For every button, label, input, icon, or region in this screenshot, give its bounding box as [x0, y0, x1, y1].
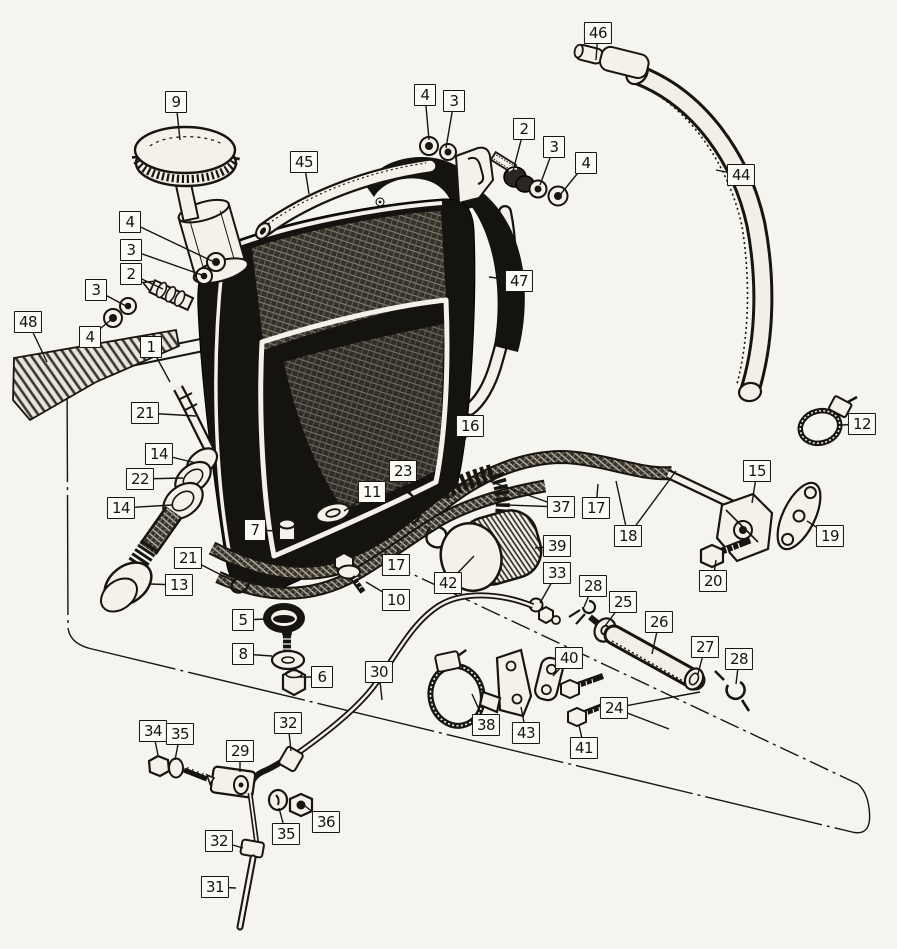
leader-line-16: [442, 425, 471, 500]
callout-45: 45: [289, 151, 319, 173]
washer-11: [315, 502, 351, 524]
callout-6: 6: [311, 666, 333, 688]
washer-35b-nut-36: [267, 788, 314, 818]
callout-5: 5: [232, 609, 254, 631]
leader-line-24: [613, 691, 701, 709]
pipe-union-nut-32a: [278, 745, 304, 773]
callout-35: 35: [271, 823, 301, 845]
callout-27: 27: [690, 636, 720, 658]
callout-28: 28: [578, 575, 608, 597]
hook-bracket: [454, 146, 495, 205]
callout-19: 19: [815, 525, 845, 547]
callout-14: 14: [144, 443, 174, 465]
clip-28a: [568, 599, 597, 625]
callout-21: 21: [173, 547, 203, 569]
callout-25: 25: [608, 591, 638, 613]
callout-35: 35: [165, 723, 195, 745]
bolt-20: [699, 536, 752, 569]
bolt-34-washer-35: [147, 754, 216, 786]
screw-8: [270, 628, 306, 671]
callout-32: 32: [204, 830, 234, 852]
callout-39: 39: [542, 535, 572, 557]
callout-17: 17: [381, 554, 411, 576]
callout-4: 4: [575, 152, 597, 174]
leader-line-3: [130, 249, 203, 276]
callout-32: 32: [273, 712, 303, 734]
filler-cap: [132, 125, 240, 188]
callout-8: 8: [232, 643, 254, 665]
bracket-43: [478, 648, 533, 718]
callout-44: 44: [726, 164, 756, 186]
worm-clamp-38: [427, 648, 486, 729]
callout-41: 41: [569, 737, 599, 759]
callout-17: 17: [581, 497, 611, 519]
callout-24: 24: [599, 697, 629, 719]
callout-46: 46: [583, 22, 613, 44]
callout-14: 14: [106, 497, 136, 519]
callout-33: 33: [542, 562, 572, 584]
bolt-10: [334, 551, 366, 594]
callout-3: 3: [85, 279, 107, 301]
callout-16: 16: [455, 415, 485, 437]
callout-26: 26: [644, 611, 674, 633]
callout-4: 4: [79, 326, 101, 348]
callout-47: 47: [504, 270, 534, 292]
callout-13: 13: [164, 574, 194, 596]
callout-37: 37: [546, 496, 576, 518]
mounting-plate: [12, 328, 181, 422]
pipe-46: [573, 43, 650, 80]
hose-clamp-12: [797, 395, 858, 447]
callout-11: 11: [357, 481, 387, 503]
outlet-union-assembly: [100, 385, 255, 613]
callout-34: 34: [138, 720, 168, 742]
callout-48: 48: [13, 311, 43, 333]
grommet-5: [263, 603, 305, 633]
callout-3: 3: [443, 90, 465, 112]
tee-union-29: [209, 765, 260, 846]
callout-2: 2: [120, 263, 142, 285]
callout-1: 1: [140, 336, 162, 358]
callout-3: 3: [543, 136, 565, 158]
banjo-bolt-right: [489, 150, 569, 207]
callout-12: 12: [847, 413, 877, 435]
callout-15: 15: [742, 460, 772, 482]
callout-28: 28: [724, 648, 754, 670]
callout-31: 31: [200, 876, 230, 898]
callout-43: 43: [511, 722, 541, 744]
callout-23: 23: [388, 460, 418, 482]
drain-tube-31: [236, 854, 257, 931]
callout-7: 7: [244, 519, 266, 541]
tank-top-nut-washer: [419, 136, 457, 161]
callout-29: 29: [225, 740, 255, 762]
callout-20: 20: [698, 570, 728, 592]
callout-10: 10: [381, 589, 411, 611]
callout-2: 2: [513, 118, 535, 140]
callout-30: 30: [364, 661, 394, 683]
tube-26: [603, 624, 706, 691]
callout-18: 18: [613, 525, 643, 547]
corrugated-sleeve: [439, 463, 497, 500]
oil-tank: [197, 197, 476, 595]
callout-40: 40: [554, 647, 584, 669]
hose-clip-23: [396, 485, 421, 526]
drain-hose-44: [625, 60, 774, 403]
banjo-fitting-33: [528, 597, 561, 625]
gasket-plate: [776, 481, 822, 551]
nut-6: [281, 667, 307, 697]
callout-4: 4: [414, 84, 436, 106]
leader-line-4: [129, 221, 213, 262]
spacer-7: [278, 518, 296, 546]
callout-22: 22: [125, 468, 155, 490]
callout-42: 42: [433, 572, 463, 594]
callout-9: 9: [165, 91, 187, 113]
callout-36: 36: [311, 811, 341, 833]
callout-3: 3: [120, 239, 142, 261]
callout-4: 4: [119, 211, 141, 233]
frame-ghost-outline: [66, 361, 871, 834]
callout-21: 21: [130, 402, 160, 424]
breather-hose: [255, 158, 438, 240]
r-clip-28b: [714, 670, 751, 712]
callout-38: 38: [471, 714, 501, 736]
